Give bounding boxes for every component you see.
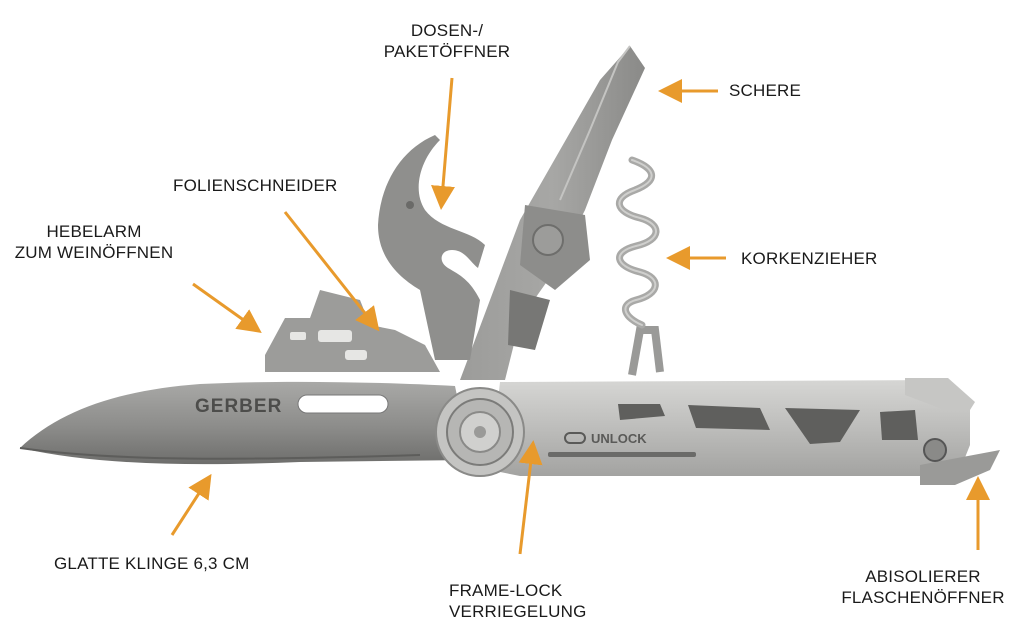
label-hebelarm: HEBELARM ZUM WEINÖFFNEN xyxy=(0,221,188,263)
arrow-hebel xyxy=(193,284,252,326)
label-frame-lock: FRAME-LOCK VERRIEGELUNG xyxy=(449,580,587,622)
label-glatte-klinge: GLATTE KLINGE 6,3 CM xyxy=(54,553,249,574)
unlock-label: UNLOCK xyxy=(591,431,647,446)
arrow-dosen xyxy=(442,78,452,198)
corkscrew xyxy=(619,160,660,375)
label-schere: SCHERE xyxy=(729,80,801,101)
scissors xyxy=(460,46,645,380)
pivot xyxy=(436,388,524,476)
handle: UNLOCK xyxy=(490,378,1000,485)
foil-cutter-lever xyxy=(265,290,440,372)
label-abisolierer: ABISOLIERER FLASCHENÖFFNER xyxy=(826,566,1020,608)
label-korkenzieher: KORKENZIEHER xyxy=(741,248,878,269)
label-dosen-paketoeffner: DOSEN-/ PAKETÖFFNER xyxy=(372,20,522,62)
can-opener xyxy=(378,135,485,360)
arrow-klinge xyxy=(172,484,205,535)
brand-logo: GERBER xyxy=(195,396,282,417)
label-folienschneider: FOLIENSCHNEIDER xyxy=(173,175,338,196)
main-blade: GERBER xyxy=(20,382,470,464)
